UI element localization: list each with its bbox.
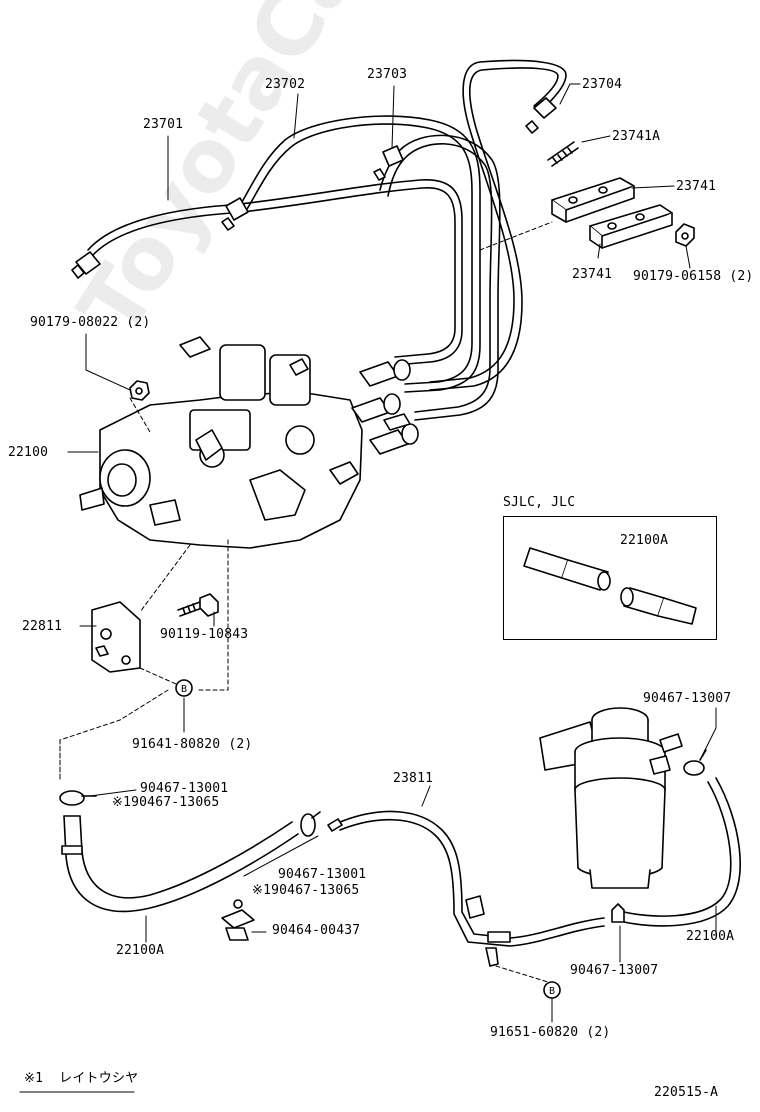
label-190467-13065-mid: ※190467-13065 bbox=[252, 883, 360, 898]
dashed-leader-clamp bbox=[479, 221, 553, 251]
inset-hose-22100A bbox=[523, 547, 697, 625]
circle-b-letter-upper: B bbox=[181, 684, 187, 695]
injection-pump-22100 bbox=[79, 336, 363, 549]
footnote: ※1 レイトウシヤ bbox=[24, 1072, 138, 1086]
footnote-mark: ※1 bbox=[24, 1071, 44, 1086]
label-23704: 23704 bbox=[582, 77, 623, 92]
clip-90464-00437 bbox=[221, 899, 255, 941]
leader-lines bbox=[67, 83, 717, 1023]
label-90464-00437: 90464-00437 bbox=[272, 923, 361, 938]
footnote-text: レイトウシヤ bbox=[59, 1071, 139, 1086]
dashed-leader-nut bbox=[129, 397, 151, 433]
label-90179-08022: 90179-08022 (2) bbox=[30, 315, 151, 330]
clamp-nut-90179-06158 bbox=[675, 223, 695, 247]
label-23701: 23701 bbox=[143, 117, 184, 132]
fuel-pipe-23811 bbox=[339, 810, 605, 947]
label-22100A-left: 22100A bbox=[116, 943, 165, 958]
label-22100: 22100 bbox=[8, 445, 49, 460]
injection-pipe-23702 bbox=[235, 115, 481, 393]
label-91641-80820: 91641-80820 (2) bbox=[132, 737, 253, 752]
bracket-22811 bbox=[91, 601, 141, 673]
label-22100A-right: 22100A bbox=[686, 929, 735, 944]
label-90467-13001-mid: 90467-13001 bbox=[278, 867, 367, 882]
label-23741A: 23741A bbox=[612, 129, 661, 144]
hose-clamp-right-lower bbox=[611, 903, 625, 923]
label-190467-13065-left: ※190467-13065 bbox=[112, 795, 220, 810]
circle-b-marker-upper bbox=[175, 679, 193, 697]
inset-box-title: SJLC, JLC bbox=[503, 495, 576, 510]
pipe-end-fittings bbox=[71, 97, 557, 279]
fuel-hose-22100A-left bbox=[61, 815, 299, 913]
label-23741-upper: 23741 bbox=[676, 179, 717, 194]
clamp-23741-lower bbox=[589, 204, 673, 249]
label-23811: 23811 bbox=[393, 771, 434, 786]
injection-pipe-23701 bbox=[87, 179, 463, 366]
label-22811: 22811 bbox=[22, 619, 63, 634]
label-90467-13001-left: 90467-13001 bbox=[140, 781, 229, 796]
hose-clamp-mid bbox=[300, 811, 343, 837]
circle-b-marker-lower bbox=[543, 981, 561, 999]
pipe-bracket-23811 bbox=[465, 895, 511, 967]
inset-box-sjlc-jlc bbox=[503, 516, 717, 640]
figure-id: 220515-A bbox=[654, 1085, 719, 1100]
clamp-23741-upper bbox=[551, 177, 635, 223]
label-91651-60820: 91651-60820 (2) bbox=[490, 1025, 611, 1040]
label-23741-lower: 23741 bbox=[572, 267, 613, 282]
fuel-filter bbox=[539, 707, 683, 889]
hose-clamp-left-upper bbox=[59, 790, 97, 806]
label-22100A-inset: 22100A bbox=[620, 533, 669, 548]
injection-pipe-23704 bbox=[429, 59, 567, 391]
label-90119-10843: 90119-10843 bbox=[160, 627, 249, 642]
circle-b-letter-lower: B bbox=[549, 986, 555, 997]
nut-90179-08022 bbox=[129, 380, 150, 401]
label-90179-06158: 90179-06158 (2) bbox=[633, 269, 754, 284]
delivery-valve-holders bbox=[351, 359, 419, 455]
label-23703: 23703 bbox=[367, 67, 408, 82]
clamp-stud-23741A bbox=[547, 141, 579, 167]
bolt-90119-10843 bbox=[177, 593, 219, 617]
label-23702: 23702 bbox=[265, 77, 306, 92]
label-90467-13007-top: 90467-13007 bbox=[643, 691, 732, 706]
fuel-hose-22100A-right bbox=[623, 777, 741, 927]
dashed-leaders-bracket bbox=[59, 539, 229, 781]
dashed-leaders-lower bbox=[59, 739, 549, 983]
label-90467-13007-bottom: 90467-13007 bbox=[570, 963, 659, 978]
